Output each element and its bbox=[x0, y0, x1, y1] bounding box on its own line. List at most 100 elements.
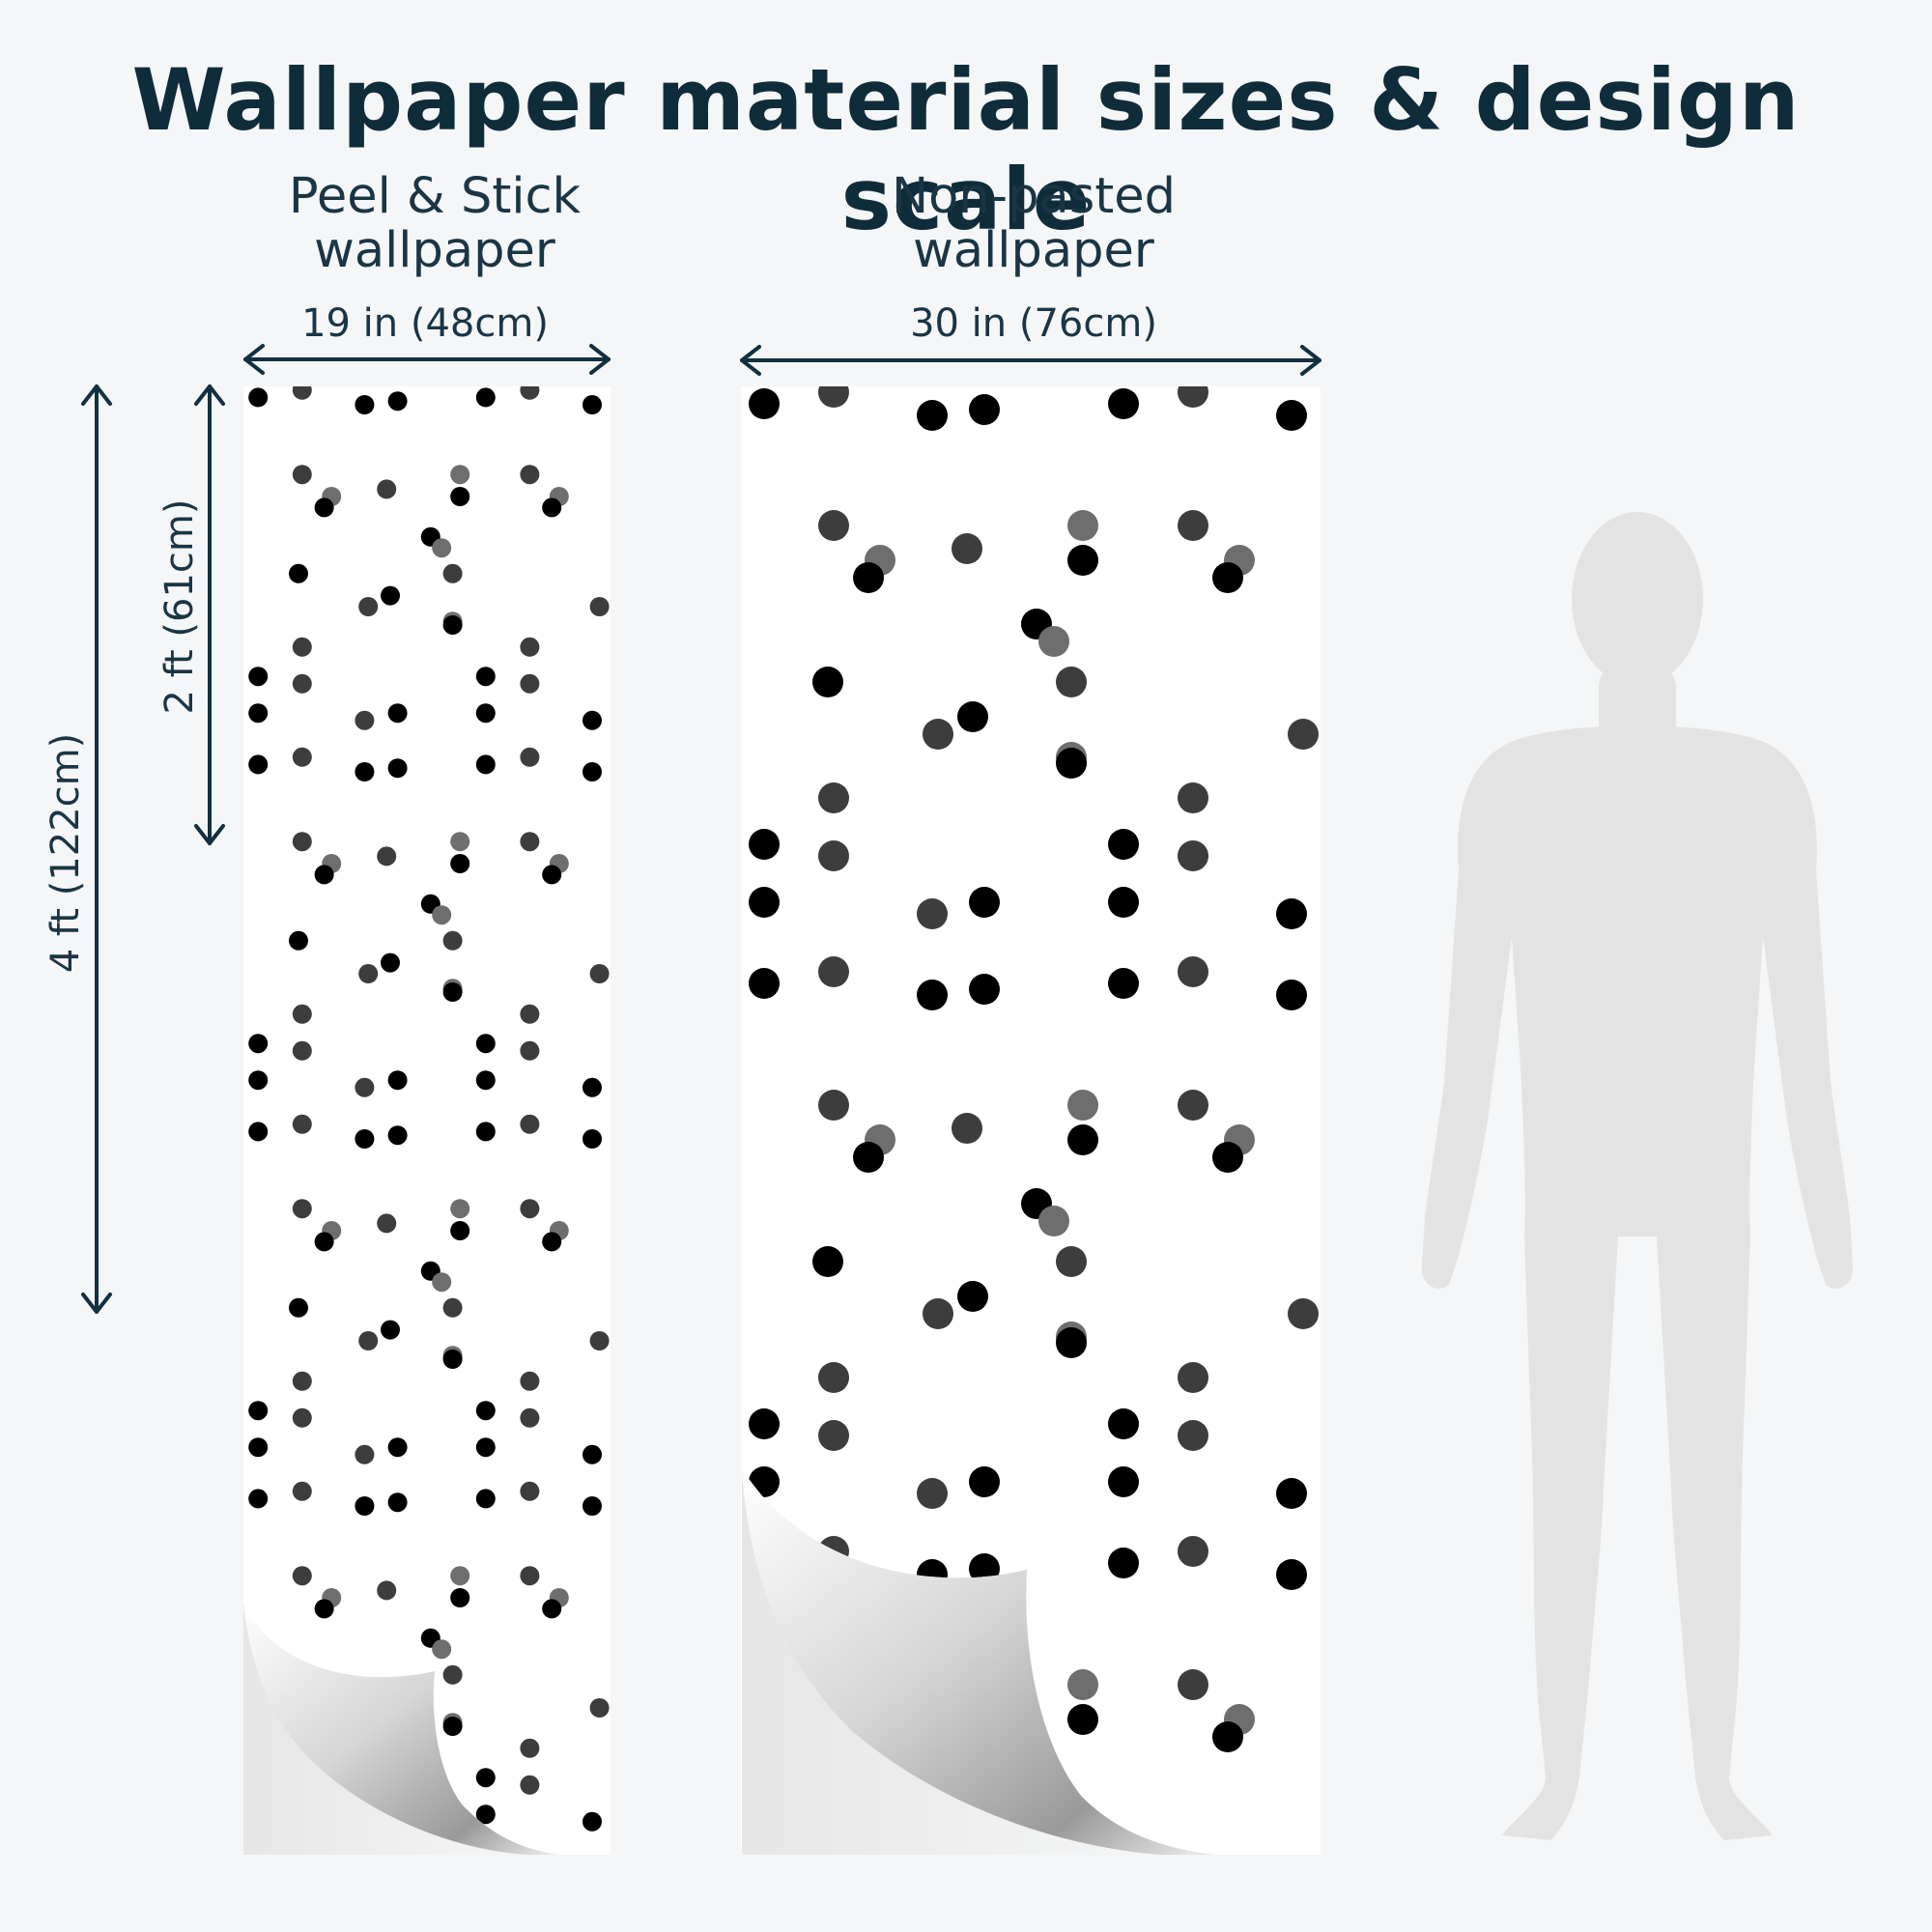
pattern-dot bbox=[582, 1811, 602, 1832]
pattern-dot bbox=[387, 1804, 408, 1825]
pattern-dot bbox=[387, 391, 408, 412]
human-silhouette-icon bbox=[1421, 512, 1854, 1840]
pattern-dot bbox=[1178, 782, 1208, 813]
pattern-dot bbox=[432, 1639, 452, 1660]
pattern-dot bbox=[442, 982, 463, 1002]
pattern-dot bbox=[355, 1496, 375, 1516]
pattern-dot bbox=[818, 956, 849, 987]
pattern-dot bbox=[818, 1536, 849, 1567]
non-pasted-panel bbox=[741, 386, 1321, 1855]
pattern-dot bbox=[355, 710, 375, 730]
pattern-dot bbox=[432, 1272, 452, 1293]
peel-stick-panel bbox=[243, 386, 611, 1855]
pattern-dot bbox=[358, 1331, 379, 1350]
pattern-dot bbox=[442, 1350, 463, 1369]
pattern-dot bbox=[475, 1804, 496, 1825]
pattern-dot bbox=[1178, 1090, 1208, 1121]
pattern-dot bbox=[520, 1371, 540, 1391]
pattern-dot bbox=[853, 1721, 884, 1752]
pattern-dot bbox=[475, 387, 496, 408]
pattern-dot bbox=[957, 701, 988, 732]
pattern-dot bbox=[450, 1221, 470, 1240]
pattern-dot bbox=[248, 754, 269, 775]
pattern-dot bbox=[1288, 1298, 1319, 1329]
pattern-dot bbox=[248, 667, 269, 687]
pattern-dot bbox=[1212, 1721, 1243, 1752]
pattern-dot bbox=[749, 1408, 780, 1439]
pattern-dot bbox=[475, 1437, 496, 1458]
pattern-dot bbox=[542, 1232, 562, 1252]
pattern-dot bbox=[1067, 510, 1098, 541]
pattern-dot bbox=[582, 395, 602, 414]
pattern-dot bbox=[969, 394, 1000, 425]
pattern-dot bbox=[923, 719, 953, 750]
pattern-dot bbox=[1056, 1246, 1087, 1277]
pattern-dot bbox=[442, 1297, 463, 1318]
pattern-dot bbox=[749, 1548, 780, 1578]
pattern-dot bbox=[377, 1580, 397, 1601]
pattern-dot bbox=[387, 1437, 408, 1458]
pattern-dot bbox=[589, 964, 610, 983]
pattern-dot bbox=[1276, 980, 1307, 1010]
pattern-dot bbox=[387, 1492, 408, 1513]
pattern-dot bbox=[749, 887, 780, 918]
pattern-dot bbox=[589, 1698, 610, 1718]
pattern-dot bbox=[355, 1129, 375, 1149]
pattern-dot bbox=[1178, 1669, 1208, 1700]
pattern-dot bbox=[1038, 626, 1069, 657]
pattern-dot bbox=[749, 388, 780, 419]
pattern-dot bbox=[520, 465, 540, 485]
double-arrow-icon bbox=[740, 345, 1321, 376]
pattern-dot bbox=[542, 1599, 562, 1619]
pattern-dot bbox=[1178, 386, 1208, 408]
pattern-dot bbox=[292, 1114, 312, 1134]
non-pasted-heading-line1: Non-pasted bbox=[891, 168, 1177, 225]
pattern-dot bbox=[292, 1407, 312, 1428]
pattern-dot bbox=[853, 562, 884, 593]
pattern-dot bbox=[450, 487, 470, 506]
pattern-dot bbox=[582, 1496, 602, 1516]
pattern-dot bbox=[917, 898, 948, 929]
pattern-dot bbox=[1067, 1090, 1098, 1121]
pattern-dot bbox=[952, 1113, 982, 1144]
pattern-dot bbox=[1067, 1704, 1098, 1735]
pattern-dot bbox=[248, 1437, 269, 1458]
non-pasted-dot-pattern bbox=[749, 386, 1319, 1855]
pattern-dot bbox=[248, 1489, 269, 1509]
pattern-dot bbox=[381, 952, 400, 973]
pattern-dot bbox=[952, 1692, 982, 1723]
pattern-dot bbox=[520, 673, 540, 694]
pattern-dot bbox=[520, 1481, 540, 1501]
peel-stick-dot-pattern bbox=[248, 386, 610, 1832]
pattern-dot bbox=[1276, 898, 1307, 929]
pattern-dot bbox=[314, 497, 334, 518]
pattern-dot bbox=[923, 1298, 953, 1329]
pattern-dot bbox=[520, 1738, 540, 1758]
pattern-dot bbox=[1108, 1466, 1139, 1497]
pattern-dot bbox=[1178, 956, 1208, 987]
pattern-dot bbox=[749, 829, 780, 860]
pattern-dot bbox=[475, 1122, 496, 1142]
pattern-dot bbox=[969, 1466, 1000, 1497]
pattern-dot bbox=[292, 747, 312, 767]
pattern-dot bbox=[475, 1489, 496, 1509]
pattern-dot bbox=[969, 974, 1000, 1005]
pattern-dot bbox=[812, 667, 843, 697]
non-pasted-width-label: 30 in (76cm) bbox=[910, 301, 1157, 346]
pattern-dot bbox=[292, 1481, 312, 1501]
pattern-dot bbox=[248, 1122, 269, 1142]
pattern-dot bbox=[520, 1040, 540, 1061]
pattern-dot bbox=[1178, 510, 1208, 541]
pattern-dot bbox=[377, 1213, 397, 1234]
pattern-dot bbox=[1108, 388, 1139, 419]
pattern-dot bbox=[1288, 719, 1319, 750]
pattern-dot bbox=[377, 479, 397, 499]
pattern-dot bbox=[381, 1687, 400, 1707]
pattern-dot bbox=[582, 1129, 602, 1149]
pattern-dot bbox=[1108, 968, 1139, 999]
pattern-dot bbox=[1212, 1142, 1243, 1173]
pattern-dot bbox=[818, 1669, 849, 1700]
peel-stick-heading-line2: wallpaper bbox=[314, 222, 555, 279]
pattern-dot bbox=[520, 747, 540, 767]
pattern-dot bbox=[917, 1478, 948, 1509]
